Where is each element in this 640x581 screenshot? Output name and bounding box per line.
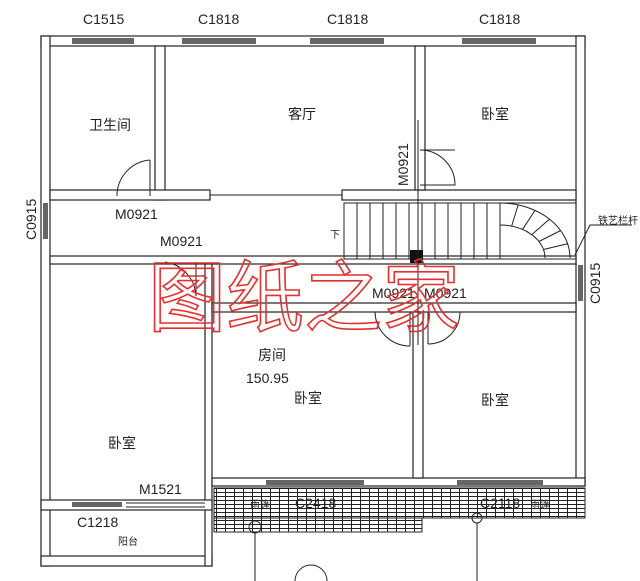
door-label: M1521 [139,481,182,497]
window-c2418 [266,480,364,485]
window-c1218 [72,502,122,507]
column-marker [410,250,423,263]
doors [116,149,461,508]
stair-tread [543,243,568,250]
room-label: 卫生间 [89,118,131,134]
window-label: C1818 [479,11,520,27]
stair-tread [531,218,550,236]
window-c0915-left [43,203,48,239]
window-label: C1218 [77,514,118,530]
window-c1818-3 [462,38,536,44]
door-swing-top-right [419,149,456,186]
window-label: C0915 [23,199,39,240]
windows [43,38,583,507]
window-c2118 [457,480,543,485]
door-balcony [126,502,205,508]
room-label: 卧室 [481,106,509,123]
window-c0915-right [578,265,583,301]
watermark: 图纸之家 [148,254,460,344]
door-swing-bathroom [116,159,151,197]
window-label: C1515 [83,11,124,27]
canopy [213,487,586,533]
railing-label: 铁艺栏杆 [598,214,638,227]
window-c1515 [72,38,134,44]
window-label: C0915 [587,263,603,304]
staircase [343,120,632,345]
stair-tread [538,230,561,242]
canopy-label: 雨篷 [530,498,550,511]
stair-direction-label: 下 [330,230,340,241]
door-label: M0921 [372,285,415,301]
door-label: M0921 [424,285,467,301]
axis-markers [248,512,483,581]
stair-tread [522,210,536,230]
room-label: 卧室 [481,392,509,409]
room-label: 房间 [258,348,286,364]
window-label: C2118 [480,495,520,511]
door-label: M0921 [115,206,158,222]
window-c1818-2 [310,38,384,44]
window-label: C1818 [198,11,239,27]
room-label: 客厅 [288,106,316,123]
room-label: 卧室 [108,435,136,452]
door-label: M0921 [395,143,411,186]
room-label: 阳台 [118,535,138,548]
door-swing-right [427,311,461,345]
window-c1818-1 [182,38,256,44]
interior-walls [49,45,577,479]
room-label: 卧室 [294,390,322,407]
canopy-label: 雨篷 [250,498,270,511]
door-label: M0921 [160,233,203,249]
door-swing-middle [374,311,411,347]
stair-tread [511,204,519,227]
door-swing-left [164,261,197,297]
room-area: 150.95 [246,370,289,386]
window-label: C1818 [327,11,368,27]
window-label: C2418 [295,495,336,511]
